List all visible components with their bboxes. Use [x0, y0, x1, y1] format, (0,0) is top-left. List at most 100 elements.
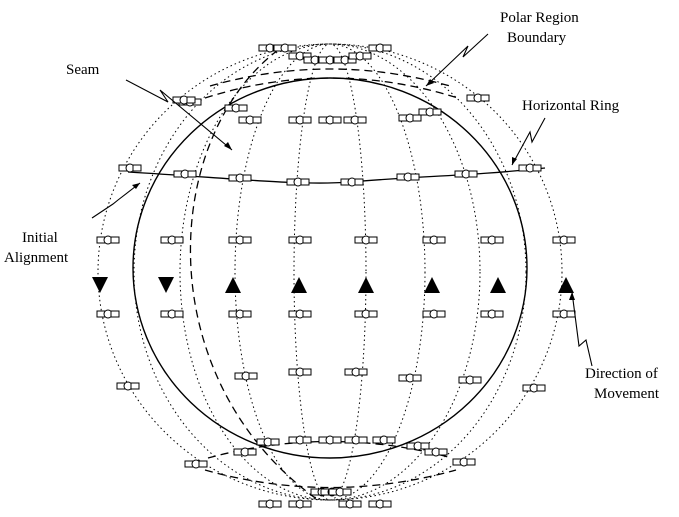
satellite-icon	[348, 51, 372, 61]
direction-arrow-up	[424, 277, 440, 293]
satellite-icon	[288, 499, 312, 509]
satellite-icon	[406, 441, 430, 451]
satellite-icon	[184, 459, 208, 469]
satellite-icon	[273, 43, 297, 53]
satellite-icon	[172, 95, 196, 105]
satellite-icon	[288, 309, 312, 319]
direction-arrow-down	[92, 277, 108, 293]
satellite-icon	[466, 93, 490, 103]
direction-arrowhead	[569, 292, 575, 300]
horizontal-ring-label: Horizontal Ring	[522, 98, 620, 114]
satellite-icon	[160, 309, 184, 319]
satellite-icon	[368, 43, 392, 53]
seam-leader	[125, 79, 233, 151]
satellite-icon	[338, 499, 362, 509]
initial-alignment-arrowhead	[132, 183, 140, 189]
satellite-icon	[552, 235, 576, 245]
satellite-icon	[286, 177, 310, 187]
satellite-icon	[372, 435, 396, 445]
satellite-icon	[328, 487, 352, 497]
orbit-plane-1	[97, 43, 563, 501]
satellite-icon	[160, 235, 184, 245]
satellite-icon	[96, 235, 120, 245]
direction-arrow-up	[558, 277, 574, 293]
direction-arrow-up	[225, 277, 241, 293]
orbit-plane-2	[133, 43, 527, 501]
satellite-icon	[118, 163, 142, 173]
satellite-icon	[398, 113, 422, 123]
satellite-icon	[228, 309, 252, 319]
satellite-icon	[354, 309, 378, 319]
satellite-icon	[424, 447, 448, 457]
satellite-icon	[422, 235, 446, 245]
satellites	[96, 43, 576, 509]
satellite-icon	[228, 235, 252, 245]
satellite-icon	[238, 115, 262, 125]
north-polar-boundary	[204, 77, 459, 99]
satellite-icon	[256, 437, 280, 447]
satellite-icon	[418, 107, 442, 117]
seam-label: Seam	[66, 62, 100, 78]
satellite-icon	[96, 309, 120, 319]
satellite-icon	[228, 173, 252, 183]
south-polar-boundary	[204, 469, 457, 489]
polar-region-arrowhead	[426, 79, 434, 86]
direction-arrow-up	[291, 277, 307, 293]
satellite-icon	[422, 309, 446, 319]
horizontal-ring-leader	[511, 117, 546, 166]
direction-label-line1: Direction of	[585, 366, 658, 382]
earth-outline	[132, 77, 528, 459]
initial-alignment-label-line1: Initial	[22, 230, 58, 246]
direction-arrow-up	[490, 277, 506, 293]
satellite-icon	[288, 435, 312, 445]
satellite-icon	[396, 172, 420, 182]
satellite-icon	[452, 457, 476, 467]
satellite-icon	[354, 235, 378, 245]
initial-alignment-leader	[91, 182, 141, 219]
satellite-icon	[318, 115, 342, 125]
orbit-plane-4	[234, 43, 426, 501]
satellite-icon	[224, 103, 248, 113]
satellite-icon	[522, 383, 546, 393]
satellite-icon	[318, 435, 342, 445]
satellite-icon	[480, 235, 504, 245]
satellite-icon	[116, 381, 140, 391]
satellite-icon	[398, 373, 422, 383]
satellite-icon	[233, 447, 257, 457]
satellite-icon	[454, 169, 478, 179]
direction-arrow-down	[158, 277, 174, 293]
callout-arrowheads	[132, 79, 575, 300]
satellite-icon	[288, 367, 312, 377]
satellite-icon	[234, 371, 258, 381]
satellite-icon	[333, 55, 357, 65]
polar-region-boundaries	[204, 68, 459, 489]
initial-alignment-label-line2: Alignment	[4, 250, 69, 266]
satellite-icon	[288, 235, 312, 245]
polar-region-leader	[425, 33, 489, 87]
polar-region-label-line1: Polar Region	[500, 10, 579, 26]
direction-arrows	[92, 277, 574, 293]
direction-arrow-up	[358, 277, 374, 293]
satellite-icon	[288, 115, 312, 125]
satellite-icon	[340, 177, 364, 187]
seam-arrowhead	[224, 142, 232, 150]
orbit-plane-5	[293, 43, 367, 501]
north-polar-boundary-back	[209, 68, 451, 87]
satellite-icon	[344, 435, 368, 445]
satellite-icon	[173, 169, 197, 179]
direction-label-line2: Movement	[594, 386, 660, 402]
satellite-icon	[343, 115, 367, 125]
satellite-icon	[368, 499, 392, 509]
polar-region-label-line2: Boundary	[507, 30, 567, 46]
satellite-icon	[552, 309, 576, 319]
orbit-plane-3	[179, 43, 481, 501]
direction-leader	[571, 291, 593, 367]
horizontal-ring-arrowhead	[512, 157, 517, 165]
callout-leaders	[91, 33, 593, 367]
satellite-icon	[518, 163, 542, 173]
satellite-icon	[258, 499, 282, 509]
satellite-icon	[344, 367, 368, 377]
satellite-icon	[480, 309, 504, 319]
satellite-icon	[458, 375, 482, 385]
